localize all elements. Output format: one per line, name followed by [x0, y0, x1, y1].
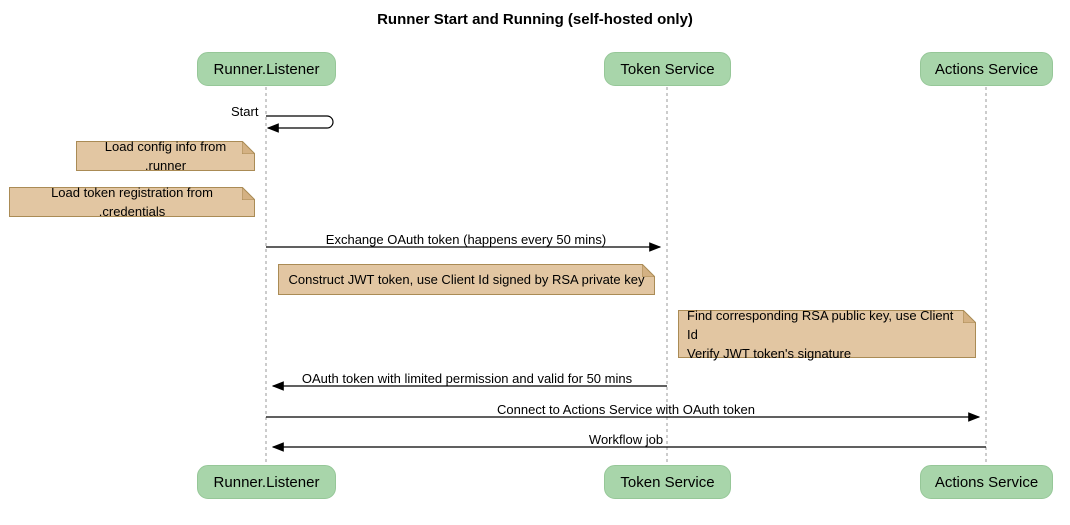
- participant-bottom-token-service: Token Service: [604, 465, 731, 499]
- self-message-arrow-start: [266, 115, 334, 133]
- note-text: Load config info from .runner: [104, 139, 227, 173]
- message-label-start: Start: [231, 104, 259, 119]
- message-label-oauth-token-return: OAuth token with limited permission and …: [301, 371, 633, 386]
- note-load-token-registration: Load token registration from .credential…: [9, 185, 255, 219]
- participant-bottom-actions-service: Actions Service: [920, 465, 1053, 499]
- note-verify-jwt: Find corresponding RSA public key, use C…: [678, 308, 976, 361]
- note-text: Load token registration from .credential…: [51, 185, 213, 219]
- note-fold-corner-icon: [242, 141, 255, 154]
- participant-top-token-service: Token Service: [604, 52, 731, 86]
- participant-top-runner-listener: Runner.Listener: [197, 52, 336, 86]
- note-load-config: Load config info from .runner: [76, 139, 255, 173]
- participant-label: Runner.Listener: [213, 60, 320, 78]
- note-fold-corner-icon: [963, 310, 976, 323]
- note-text: Construct JWT token, use Client Id signe…: [288, 272, 645, 287]
- message-label-workflow-job: Workflow job: [588, 432, 664, 447]
- participant-label: Token Service: [620, 473, 715, 491]
- note-fold-corner-icon: [642, 264, 655, 277]
- note-fold-corner-icon: [242, 187, 255, 200]
- note-text: Find corresponding RSA public key, use C…: [687, 307, 954, 361]
- participant-label: Runner.Listener: [213, 473, 320, 491]
- participant-bottom-runner-listener: Runner.Listener: [197, 465, 336, 499]
- participant-top-actions-service: Actions Service: [920, 52, 1053, 86]
- note-construct-jwt: Construct JWT token, use Client Id signe…: [278, 264, 655, 295]
- message-label-connect-actions-service: Connect to Actions Service with OAuth to…: [497, 402, 755, 417]
- participant-label: Token Service: [620, 60, 715, 78]
- lifelines: [265, 87, 987, 465]
- diagram-title: Runner Start and Running (self-hosted on…: [377, 11, 693, 28]
- participant-label: Actions Service: [934, 60, 1039, 78]
- participant-label: Actions Service: [934, 473, 1039, 491]
- message-arrows: [266, 115, 986, 452]
- message-label-exchange-oauth-token: Exchange OAuth token (happens every 50 m…: [325, 232, 607, 247]
